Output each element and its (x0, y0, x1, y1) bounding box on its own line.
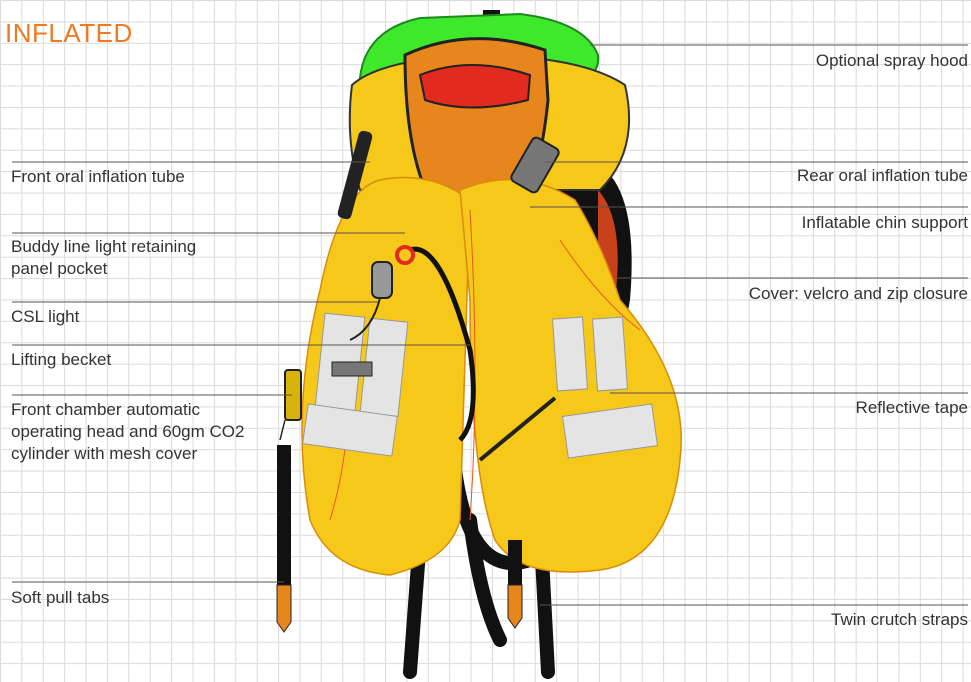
label-cover-closure: Cover: velcro and zip closure (749, 283, 968, 305)
label-lifting-becket: Lifting becket (11, 349, 111, 371)
label-csl-light: CSL light (11, 306, 79, 328)
label-buddy-line-pocket: Buddy line light retaining panel pocket (11, 236, 241, 280)
label-inflatable-chin-support: Inflatable chin support (802, 212, 968, 234)
label-soft-pull-tabs: Soft pull tabs (11, 587, 109, 609)
label-reflective-tape: Reflective tape (856, 397, 968, 419)
soft-pull-tab-right (508, 540, 522, 628)
label-twin-crutch-straps: Twin crutch straps (831, 609, 968, 631)
co2-operating-head (280, 370, 301, 440)
label-front-chamber-head: Front chamber automatic operating head a… (11, 399, 251, 465)
soft-pull-tab-left (277, 445, 291, 632)
label-optional-spray-hood: Optional spray hood (816, 50, 968, 72)
label-front-oral-inflation-tube: Front oral inflation tube (11, 166, 185, 188)
label-rear-oral-inflation-tube: Rear oral inflation tube (797, 165, 968, 187)
